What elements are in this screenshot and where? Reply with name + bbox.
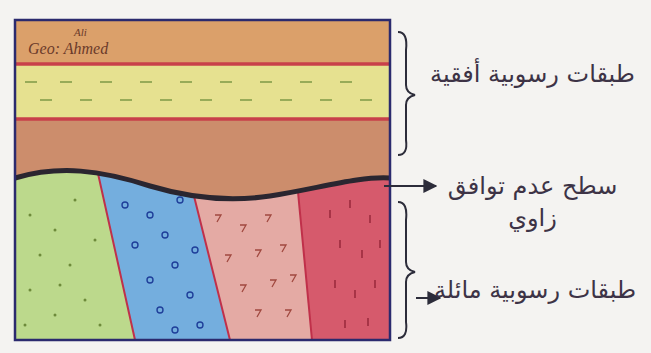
- bed-line: [15, 64, 390, 119]
- watermark: Geo: Ahmed: [28, 40, 148, 58]
- bracket: [398, 202, 415, 338]
- unconformity-label: سطح عدم توافق زاوي: [425, 170, 640, 235]
- horizontal-layer: [15, 118, 390, 199]
- bracket: [398, 32, 415, 155]
- pebble-circles: [122, 197, 203, 333]
- layer-label: طبقات رسوبية أفقية: [425, 58, 640, 90]
- horizontal-layer: [15, 64, 390, 118]
- layer-label: طبقات رسوبية مائلة: [430, 274, 640, 306]
- rock-marks: [215, 215, 296, 317]
- sand-dots: [24, 199, 102, 327]
- shale-dashes: [330, 200, 380, 328]
- leader-arrow: [384, 185, 436, 187]
- watermark: Ali: [74, 26, 114, 38]
- frame: [15, 20, 390, 340]
- unconformity-line: [15, 171, 390, 199]
- silt-dashes: [25, 82, 372, 100]
- horizontal-layer: [15, 20, 390, 64]
